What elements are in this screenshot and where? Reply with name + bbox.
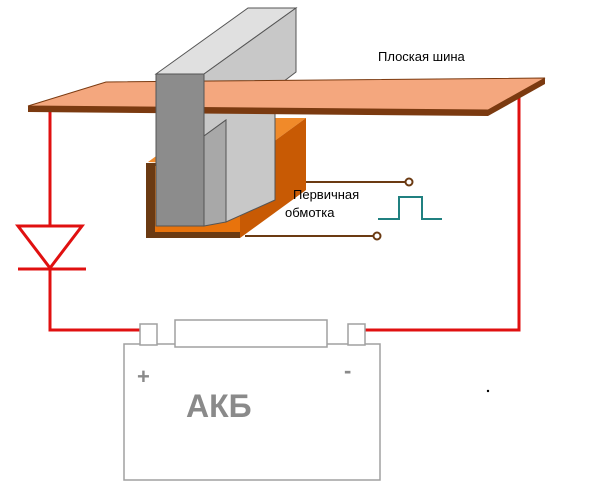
square-pulse-icon	[378, 196, 442, 220]
right-wire	[363, 92, 521, 332]
busbar-top	[27, 77, 546, 111]
flat-busbar	[27, 77, 546, 116]
core-front-leg-overlay	[155, 73, 205, 227]
battery-negative-terminal	[347, 323, 366, 346]
diode-icon	[14, 224, 86, 271]
circuit-wires	[48, 92, 521, 332]
left-wire	[48, 110, 140, 332]
battery-label: АКБ	[186, 388, 252, 424]
lead-terminal-lower	[372, 231, 382, 241]
battery-plus-sign: +	[137, 364, 150, 389]
busbar-side-edge	[488, 78, 545, 116]
lead-terminal-upper	[404, 177, 414, 187]
busbar-label: Плоская шина	[378, 49, 466, 64]
battery-minus-sign: -	[344, 358, 351, 383]
battery-positive-terminal	[139, 323, 158, 346]
busbar-front-edge	[28, 106, 488, 116]
battery-body	[123, 343, 381, 481]
winding-label-line1: Первичная	[293, 187, 359, 202]
stray-dot	[486, 389, 490, 393]
winding-label-line2: обмотка	[285, 205, 335, 220]
battery-center-cap	[174, 319, 328, 348]
core-inner-left	[203, 119, 227, 227]
battery: + - АКБ	[123, 319, 381, 481]
